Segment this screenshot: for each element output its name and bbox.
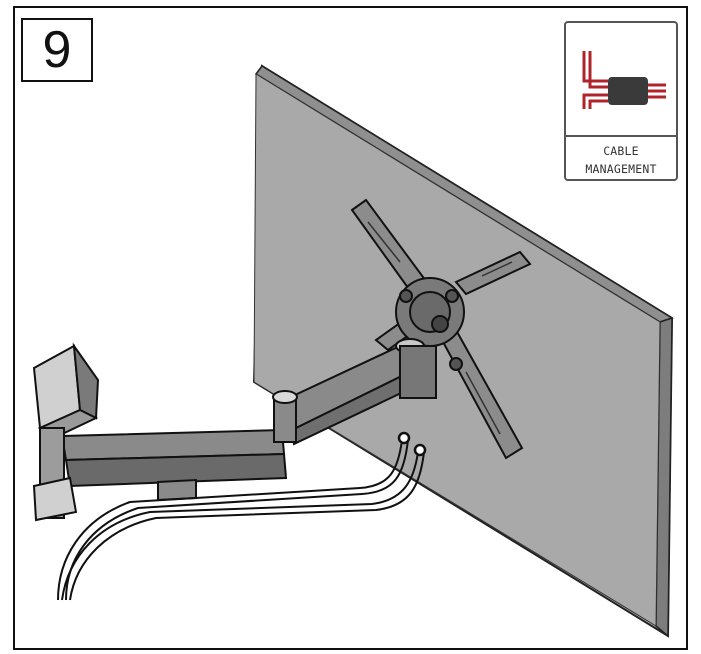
vesa-bracket (350, 198, 532, 460)
badge-label-line2: MANAGEMENT (585, 162, 657, 176)
cable-management-badge: CABLE MANAGEMENT (564, 21, 678, 181)
cables (57, 431, 427, 601)
cable-management-icon (582, 51, 666, 109)
step-number: 9 (42, 21, 72, 79)
outer-arm (60, 390, 298, 488)
step-number-box: 9 (21, 18, 93, 82)
wall-plate (32, 342, 100, 522)
cable-clip (157, 478, 197, 502)
badge-label: CABLE MANAGEMENT (566, 142, 676, 178)
badge-label-line1: CABLE (603, 144, 639, 158)
badge-divider (566, 135, 676, 137)
